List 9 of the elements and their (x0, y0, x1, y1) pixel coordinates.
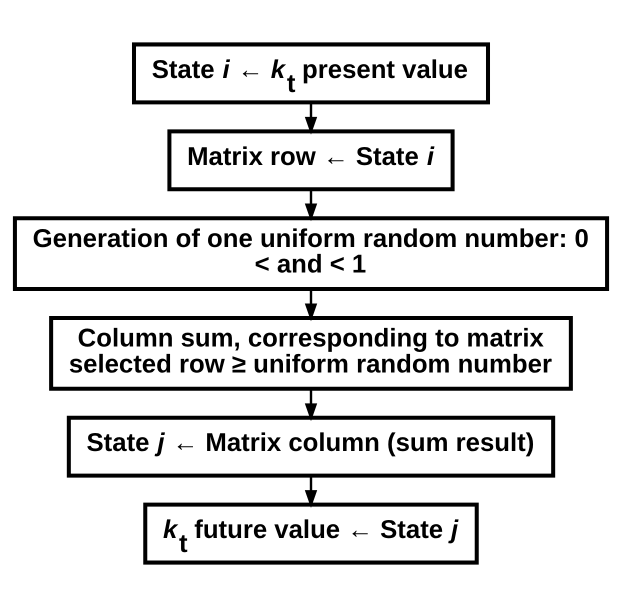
node-box: Generation of one uniform random number: 0 < and < 1 (12, 216, 610, 292)
arrow (304, 476, 318, 508)
arrow (304, 389, 318, 422)
node-box: Column sum, corresponding to matrix selected row ≥ uniform random number (49, 316, 573, 391)
node-box: State j ← Matrix column (sum result) (66, 416, 556, 478)
arrow (304, 290, 318, 322)
arrow (304, 189, 318, 222)
arrow (304, 102, 318, 135)
node-box: Matrix row ← State i (167, 129, 455, 192)
